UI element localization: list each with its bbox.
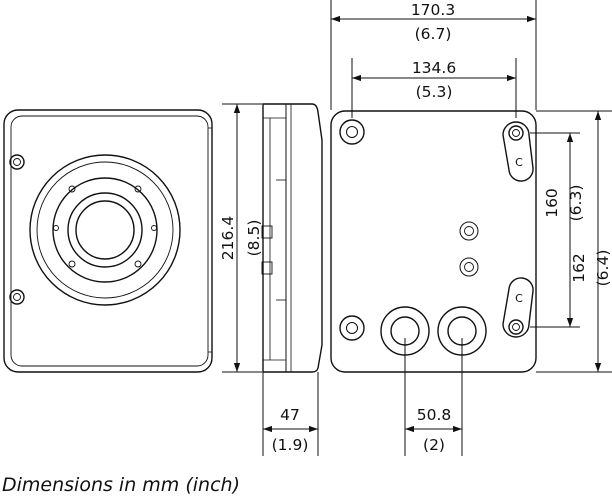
center-bore-inner (75, 200, 135, 260)
plate-hole (151, 225, 157, 231)
front-housing-inner (10, 115, 209, 367)
dim-hole-spacing-x-mm: 134.6 (412, 59, 456, 77)
side-notch (261, 261, 273, 275)
center-screw-lower-inner (464, 262, 474, 272)
plate-hole (134, 260, 142, 268)
plate-hole (134, 185, 142, 193)
slot-hole-upper (508, 125, 524, 141)
plate-hole (68, 260, 76, 268)
back-hole-top-left (339, 119, 365, 145)
dim-top-width-in: (6.7) (415, 25, 452, 43)
slot-hole-upper-inner (512, 129, 520, 137)
dim-hole-spacing-y-mm: 160 (543, 188, 561, 218)
front-view (3, 109, 213, 373)
side-body (262, 103, 323, 373)
center-screw-upper (459, 221, 479, 241)
dim-height-in: (8.5) (245, 220, 263, 257)
slot-label-lower: C (515, 292, 523, 305)
plate-hole (53, 225, 59, 231)
front-housing (3, 109, 213, 373)
center-screw-upper-inner (464, 226, 474, 236)
mount-plate (52, 177, 158, 283)
center-bore-outer (67, 192, 143, 268)
front-left-screw-top (9, 154, 25, 170)
dim-hole-spacing-x-in: (5.3) (416, 83, 453, 101)
slot-hole-lower (508, 319, 524, 335)
slot-hole-lower-inner (512, 323, 520, 331)
back-hole-bottom-left (339, 315, 365, 341)
mount-ring-outer (29, 154, 181, 306)
side-notch (261, 225, 273, 239)
slot-label-upper: C (515, 156, 523, 169)
back-view (330, 110, 537, 373)
dim-conduit-spacing-in: (2) (423, 436, 445, 454)
dim-height-mm: 216.4 (219, 216, 237, 260)
back-housing (330, 110, 537, 373)
dimension-lines (222, 0, 612, 456)
back-hole-top-left-inner (346, 126, 358, 138)
front-left-screw-bottom (9, 289, 25, 305)
slot-outline-lower (502, 277, 534, 338)
dim-conduit-spacing-mm: 50.8 (417, 406, 452, 424)
dim-hole-spacing-y-in: (6.3) (567, 185, 585, 222)
dim-side-height-mm: 162 (570, 253, 588, 283)
front-left-screw-bottom-inner (13, 293, 21, 301)
side-view (261, 103, 323, 373)
plate-hole (68, 185, 76, 193)
front-left-screw-top-inner (13, 158, 21, 166)
mount-ring-mid (36, 161, 174, 299)
dim-top-width-mm: 170.3 (411, 1, 455, 19)
dim-side-height-in: (6.4) (594, 250, 612, 287)
center-screw-lower (459, 257, 479, 277)
dim-depth-mm: 47 (280, 406, 300, 424)
back-hole-bottom-left-inner (346, 322, 358, 334)
units-caption: Dimensions in mm (inch) (2, 474, 240, 496)
dim-depth-in: (1.9) (272, 436, 309, 454)
slot-outline-upper (502, 121, 534, 182)
